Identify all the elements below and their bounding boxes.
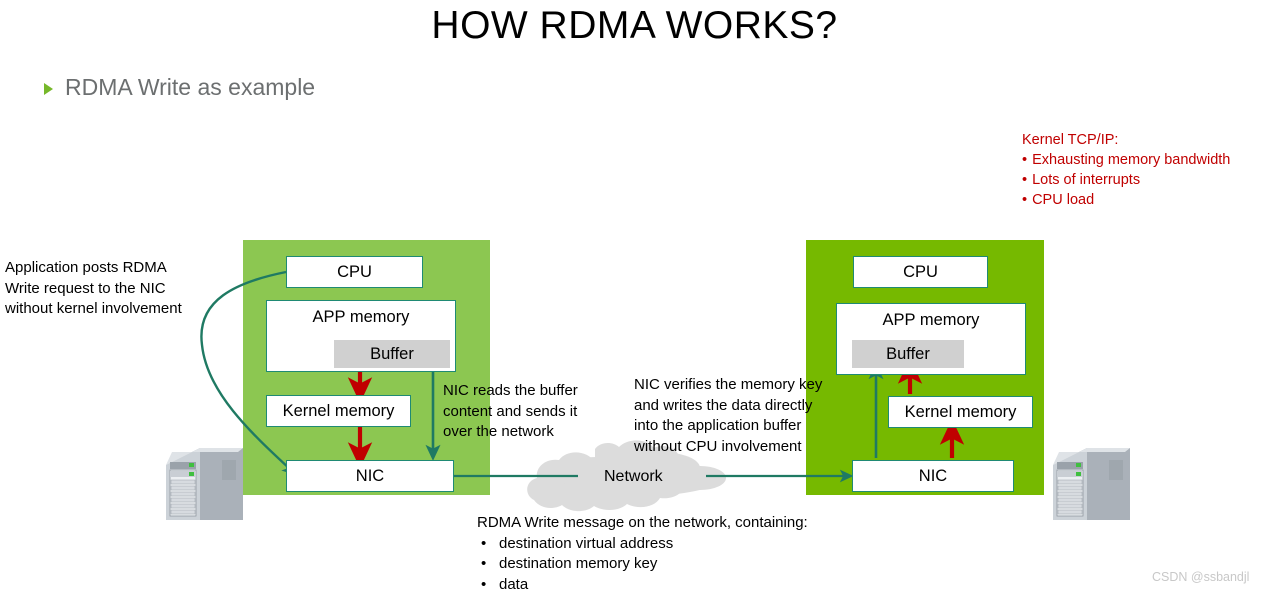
rdma-message-item: destination memory key bbox=[477, 554, 808, 575]
rdma-message-item: data bbox=[477, 575, 808, 596]
rdma-message-heading: RDMA Write message on the network, conta… bbox=[477, 514, 808, 531]
buffer-block-right: Buffer bbox=[852, 340, 964, 368]
kernel-tcpip-item: Lots of interrupts bbox=[1022, 170, 1230, 190]
subtitle-row: RDMA Write as example bbox=[44, 74, 315, 101]
buffer-block-left: Buffer bbox=[334, 340, 450, 368]
box-cpu-right: CPU bbox=[853, 256, 988, 288]
box-nic-left: NIC bbox=[286, 460, 454, 492]
annotation-line: NIC verifies the memory key bbox=[634, 376, 823, 393]
page-title: HOW RDMA WORKS? bbox=[431, 4, 838, 47]
annotation-application-posts: Application posts RDMA Write request to … bbox=[5, 258, 182, 320]
box-kernel-memory-right: Kernel memory bbox=[888, 396, 1033, 428]
annotation-line: NIC reads the buffer bbox=[443, 382, 578, 399]
annotation-nic-verifies-key: NIC verifies the memory key and writes t… bbox=[634, 375, 822, 457]
annotation-rdma-write-message: RDMA Write message on the network, conta… bbox=[477, 513, 808, 595]
annotation-line: content and sends it bbox=[443, 402, 578, 420]
bullet-triangle-icon bbox=[44, 83, 53, 95]
annotation-nic-reads-buffer: NIC reads the buffer content and sends i… bbox=[443, 381, 578, 443]
annotation-line: without kernel involvement bbox=[5, 300, 182, 317]
annotation-line: Application posts RDMA bbox=[5, 259, 167, 276]
kernel-tcpip-note: Kernel TCP/IP: Exhausting memory bandwid… bbox=[1022, 130, 1230, 210]
annotation-line: without CPU involvement bbox=[634, 437, 802, 455]
annotation-line: Write request to the NIC bbox=[5, 279, 166, 297]
box-kernel-memory-left: Kernel memory bbox=[266, 395, 411, 427]
annotation-line: and writes the data directly bbox=[634, 396, 813, 414]
kernel-tcpip-item: Exhausting memory bandwidth bbox=[1022, 150, 1230, 170]
box-nic-right: NIC bbox=[852, 460, 1014, 492]
annotation-line: over the network bbox=[443, 423, 554, 440]
box-cpu-left: CPU bbox=[286, 256, 423, 288]
annotation-line: into the application buffer bbox=[634, 417, 802, 434]
network-label: Network bbox=[604, 468, 663, 485]
kernel-tcpip-heading: Kernel TCP/IP: bbox=[1022, 132, 1119, 148]
kernel-tcpip-item: CPU load bbox=[1022, 190, 1230, 210]
watermark: CSDN @ssbandjl bbox=[1152, 570, 1250, 584]
subtitle-text: RDMA Write as example bbox=[65, 74, 316, 100]
server-tower-icon-right bbox=[1053, 448, 1130, 520]
rdma-message-item: destination virtual address bbox=[477, 534, 808, 555]
server-tower-icon-left bbox=[166, 448, 243, 520]
